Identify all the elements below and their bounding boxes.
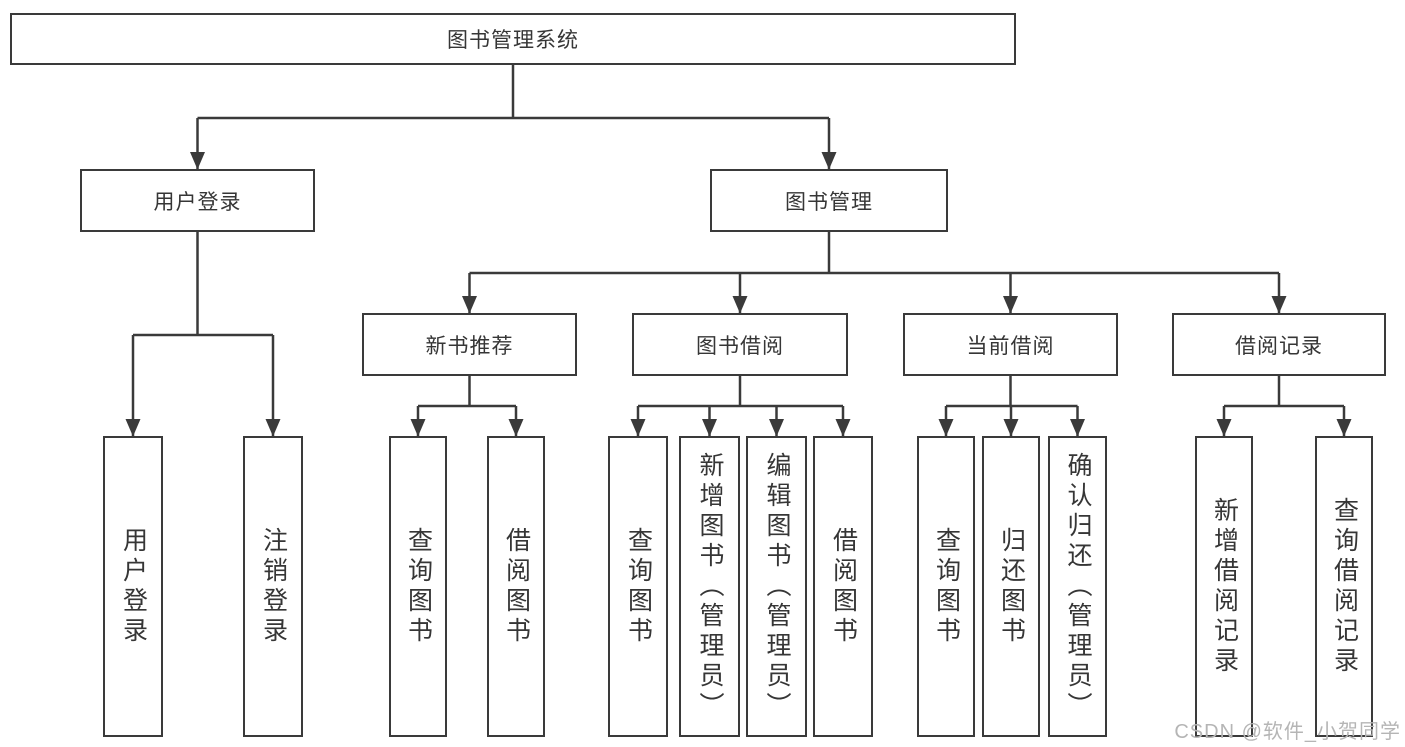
leaf-newbooks-query-books: 查询图书: [389, 436, 447, 737]
leaf-label: 归还图书: [997, 526, 1026, 647]
node-book-borrowing: 图书借阅: [632, 313, 848, 376]
node-label: 当前借阅: [966, 334, 1055, 358]
leaf-label: 借阅图书: [502, 526, 531, 647]
leaf-label: 借阅图书: [829, 526, 858, 647]
leaf-borrow-add-books-admin: 新增图书（管理员）: [679, 436, 740, 737]
leaf-current-query-books: 查询图书: [917, 436, 975, 737]
node-label: 借阅记录: [1235, 334, 1323, 358]
leaf-label: 查询图书: [932, 526, 961, 647]
leaf-label: 查询图书: [404, 526, 433, 647]
leaf-borrow-borrow-books: 借阅图书: [813, 436, 873, 737]
leaf-login-user-login: 用户登录: [103, 436, 163, 737]
leaf-borrow-edit-books-admin: 编辑图书（管理员）: [746, 436, 807, 737]
csdn-watermark: CSDN @软件_小贺同学: [1174, 721, 1401, 743]
node-label: 新书推荐: [425, 334, 514, 358]
leaf-label: 新增图书（管理员）: [696, 451, 724, 722]
node-current-borrowing: 当前借阅: [903, 313, 1118, 376]
leaf-label: 编辑图书（管理员）: [763, 451, 791, 722]
node-label: 图书管理: [785, 190, 873, 214]
node-label: 图书管理系统: [447, 29, 579, 52]
leaf-records-query-borrow-record: 查询借阅记录: [1315, 436, 1373, 737]
node-book-management: 图书管理: [710, 169, 948, 232]
node-label: 图书借阅: [696, 334, 784, 358]
node-library-management-system: 图书管理系统: [10, 13, 1016, 65]
node-borrow-records: 借阅记录: [1172, 313, 1386, 376]
node-label: 用户登录: [153, 190, 242, 214]
leaf-label: 注销登录: [259, 526, 288, 647]
leaf-records-add-borrow-record: 新增借阅记录: [1195, 436, 1253, 737]
leaf-borrow-query-books: 查询图书: [608, 436, 668, 737]
leaf-label: 查询借阅记录: [1330, 496, 1359, 677]
leaf-login-logout: 注销登录: [243, 436, 303, 737]
leaf-label: 确认归还（管理员）: [1064, 451, 1092, 722]
leaf-current-return-books: 归还图书: [982, 436, 1040, 737]
leaf-current-confirm-return-admin: 确认归还（管理员）: [1048, 436, 1107, 737]
node-new-book-recommend: 新书推荐: [362, 313, 577, 376]
leaf-label: 新增借阅记录: [1210, 496, 1239, 677]
leaf-label: 用户登录: [119, 526, 148, 647]
node-user-login: 用户登录: [80, 169, 315, 232]
leaf-label: 查询图书: [624, 526, 653, 647]
leaf-newbooks-borrow-books: 借阅图书: [487, 436, 545, 737]
